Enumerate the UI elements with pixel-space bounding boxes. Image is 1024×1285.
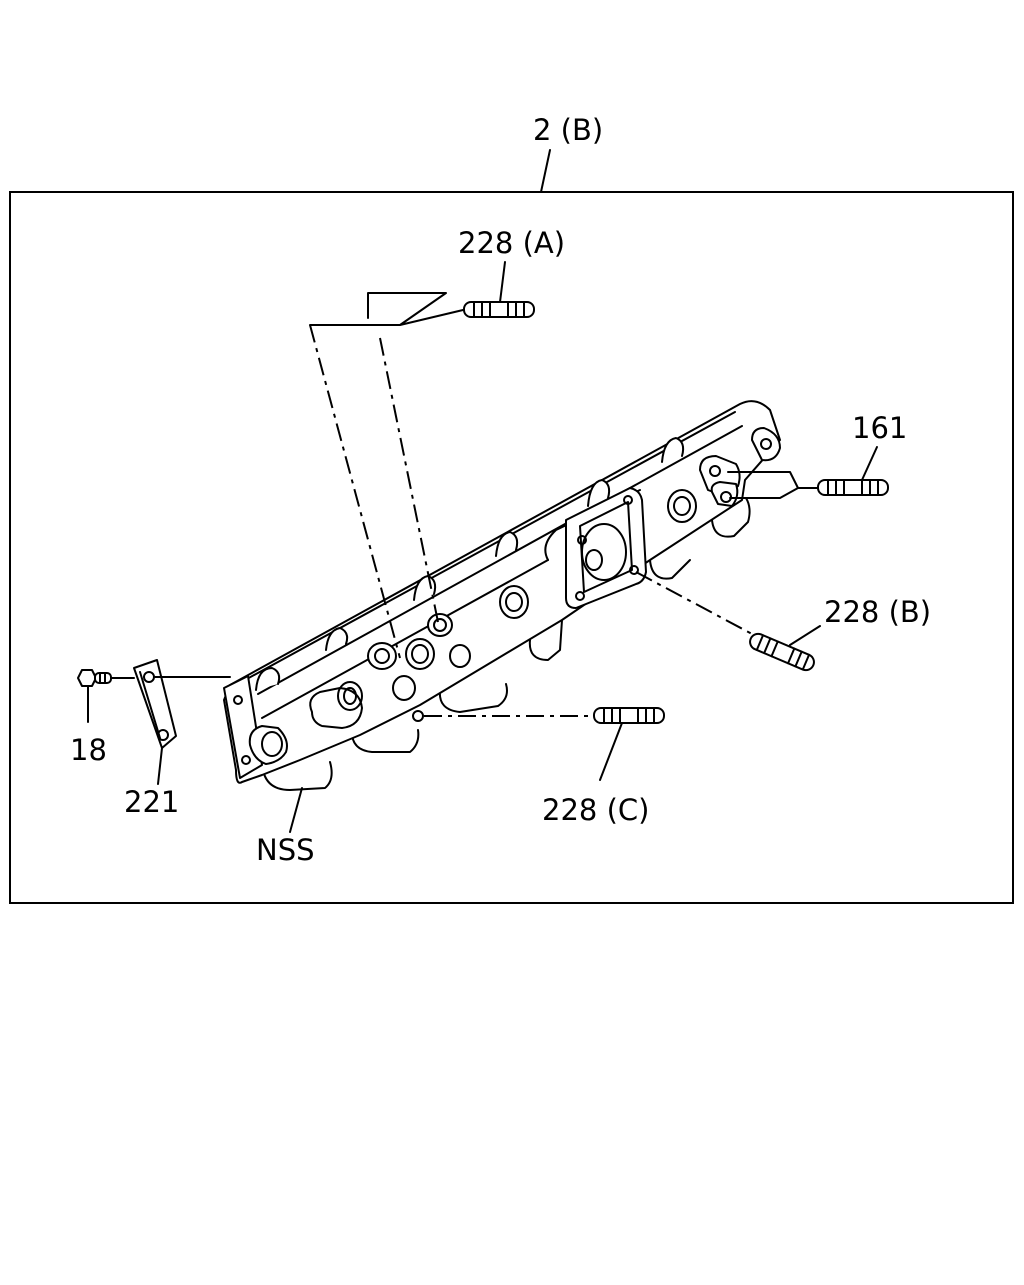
- leader-228b: [789, 625, 821, 646]
- callout-161: [727, 471, 819, 499]
- diagram-frame: [9, 191, 1014, 904]
- bolt-18: [77, 669, 112, 687]
- leader-nss: [289, 787, 303, 833]
- stud-228b: [749, 632, 815, 672]
- stud-228c: [593, 707, 665, 724]
- leader-228a: [499, 261, 506, 303]
- label-stud-228c: 228 (C): [542, 793, 649, 827]
- leader-161: [861, 446, 878, 481]
- stud-228a: [463, 301, 535, 318]
- plate-221: [133, 659, 177, 749]
- label-bolt-18: 18: [70, 733, 107, 767]
- label-manifold: NSS: [256, 833, 315, 867]
- manifold-body: [223, 400, 781, 791]
- leader-228c: [599, 722, 623, 781]
- stud-161: [817, 479, 889, 496]
- assembly-leader: [540, 149, 551, 193]
- label-stud-228a: 228 (A): [458, 226, 565, 260]
- leader-221: [157, 747, 163, 785]
- label-stud-228b: 228 (B): [824, 595, 931, 629]
- label-assembly: 2 (B): [533, 113, 603, 147]
- label-plate-221: 221: [124, 785, 179, 819]
- label-stud-161: 161: [852, 411, 907, 445]
- callout-228a: [309, 292, 464, 326]
